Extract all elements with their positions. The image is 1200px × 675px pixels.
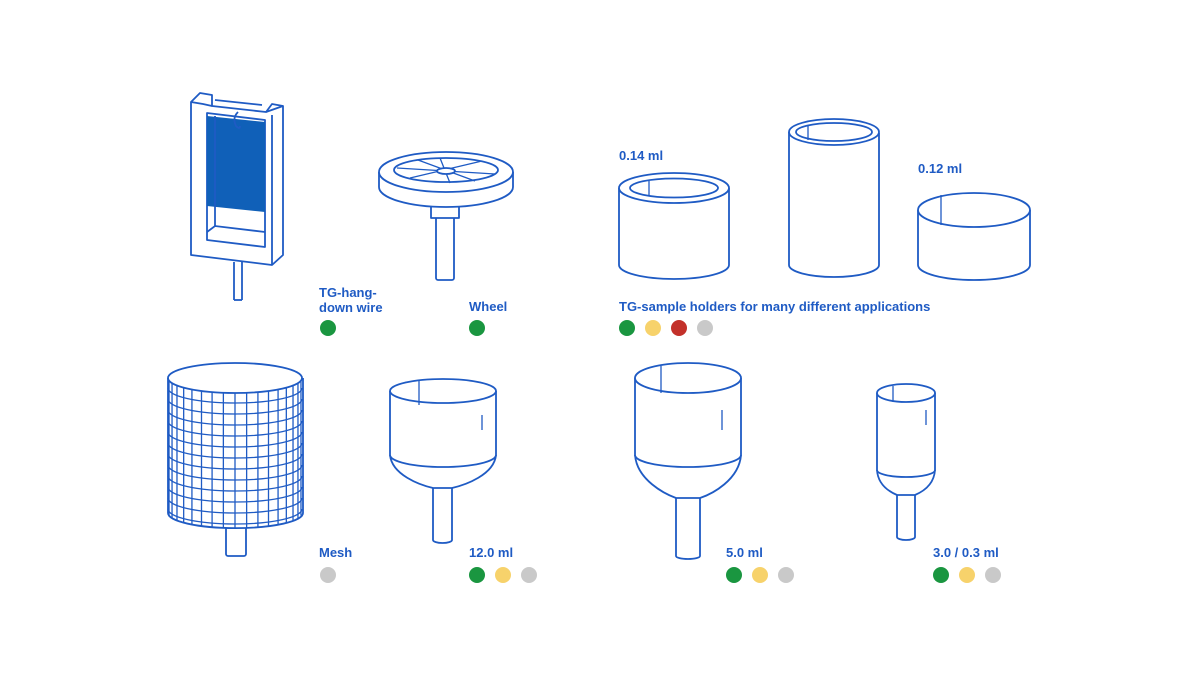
dot-green [726, 567, 742, 583]
label-12ml: 12.0 ml [469, 545, 514, 560]
crucible-3ml-illustration [876, 383, 936, 541]
availability-dots [469, 567, 537, 583]
holder-0-12ml-illustration [917, 192, 1031, 281]
hang-down-wire-illustration [190, 92, 284, 301]
dot-green [933, 567, 949, 583]
label-sample-holders: TG-sample holders for many different app… [619, 299, 931, 314]
label-5ml: 5.0 ml [726, 545, 763, 560]
label-wheel: Wheel [469, 299, 508, 314]
crucible-5ml-illustration [634, 362, 742, 560]
label-hang-down-wire: TG-hang- down wire [319, 285, 383, 315]
availability-dots [320, 567, 336, 583]
dot-green [320, 320, 336, 336]
availability-dots [933, 567, 1001, 583]
availability-dots [320, 320, 336, 336]
dot-gray [320, 567, 336, 583]
crucible-12ml-illustration [389, 378, 497, 544]
dot-green [469, 320, 485, 336]
dot-gray [697, 320, 713, 336]
availability-dots [726, 567, 794, 583]
dot-yellow [959, 567, 975, 583]
dot-gray [778, 567, 794, 583]
label-mesh: Mesh [319, 545, 353, 560]
dot-gray [985, 567, 1001, 583]
availability-dots [469, 320, 485, 336]
holder-0-14ml-illustration [618, 172, 730, 280]
dot-gray [521, 567, 537, 583]
volume-label-0-14ml: 0.14 ml [619, 148, 664, 163]
holder-tall-illustration [788, 118, 880, 278]
label-3ml: 3.0 / 0.3 ml [933, 545, 999, 560]
wheel-illustration [378, 151, 514, 281]
volume-label-0-12ml: 0.12 ml [918, 161, 963, 176]
dot-yellow [645, 320, 661, 336]
dot-yellow [495, 567, 511, 583]
dot-green [619, 320, 635, 336]
dot-yellow [752, 567, 768, 583]
dot-red [671, 320, 687, 336]
mesh-illustration [167, 362, 304, 557]
dot-green [469, 567, 485, 583]
availability-dots [619, 320, 713, 336]
